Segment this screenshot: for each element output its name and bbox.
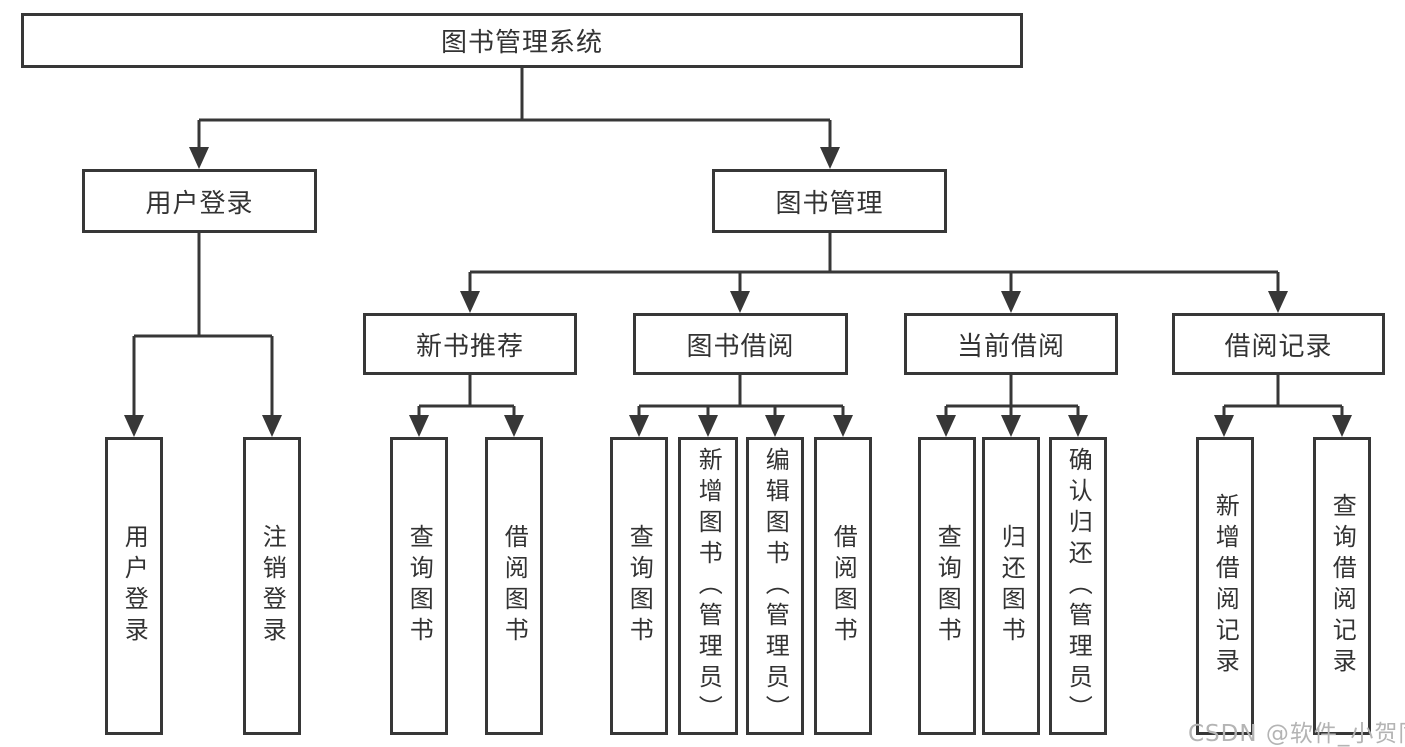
node-label: 用户登录 (145, 188, 254, 219)
node-user-login: 用户登录 (82, 169, 317, 233)
node-book-management: 图书管理 (712, 169, 947, 233)
leaf-add-books-admin: 新增图书（管理员） (678, 437, 738, 735)
node-label: 归还图书 (997, 524, 1026, 648)
node-book-borrowing: 图书借阅 (633, 313, 848, 375)
node-label: 图书管理系统 (440, 28, 603, 58)
node-label: 新增借阅记录 (1211, 493, 1240, 679)
leaf-confirm-return-admin: 确认归还（管理员） (1049, 437, 1107, 735)
tree-branch-lines (134, 68, 1342, 408)
leaf-query-borrow-record: 查询借阅记录 (1313, 437, 1371, 735)
leaf-add-borrow-record: 新增借阅记录 (1196, 437, 1254, 735)
node-label: 借阅图书 (500, 524, 529, 648)
node-label: 编辑图书（管理员） (761, 446, 790, 726)
node-label: 注销登录 (258, 524, 287, 648)
node-label: 查询图书 (625, 524, 654, 648)
node-borrowing-records: 借阅记录 (1172, 313, 1385, 375)
node-new-book-recommendation: 新书推荐 (363, 313, 577, 375)
csdn-watermark: CSDN @软件_小贺同学 (1188, 721, 1405, 747)
leaf-query-books-borrowing: 查询图书 (610, 437, 668, 735)
leaf-user-login: 用户登录 (105, 437, 163, 735)
arrowhead-icons (124, 147, 1352, 437)
node-library-system: 图书管理系统 (21, 13, 1023, 68)
leaf-borrow-books-borrowing: 借阅图书 (814, 437, 872, 735)
node-label: 查询图书 (933, 524, 962, 648)
node-label: 确认归还（管理员） (1064, 446, 1093, 726)
leaf-logout-login: 注销登录 (243, 437, 301, 735)
node-label: 图书借阅 (686, 331, 795, 362)
node-label: 借阅记录 (1224, 331, 1333, 362)
node-label: 查询借阅记录 (1328, 493, 1357, 679)
leaf-return-books: 归还图书 (982, 437, 1040, 735)
node-label: 当前借阅 (956, 331, 1065, 362)
node-label: 图书管理 (775, 188, 884, 219)
leaf-query-books-current: 查询图书 (918, 437, 976, 735)
node-current-borrowing: 当前借阅 (904, 313, 1118, 375)
node-label: 借阅图书 (829, 524, 858, 648)
leaf-edit-books-admin: 编辑图书（管理员） (746, 437, 804, 735)
leaf-query-books-recommend: 查询图书 (390, 437, 448, 735)
leaf-borrow-books-recommend: 借阅图书 (485, 437, 543, 735)
arrow-shafts (132, 120, 1344, 417)
node-label: 用户登录 (120, 524, 149, 648)
node-label: 查询图书 (405, 524, 434, 648)
node-label: 新增图书（管理员） (694, 446, 723, 726)
node-label: 新书推荐 (415, 331, 524, 362)
